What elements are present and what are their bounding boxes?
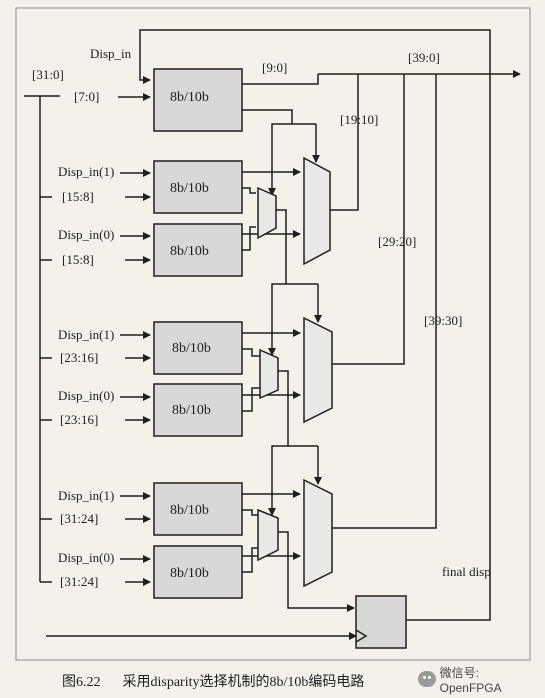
mux-disparity-stage3 bbox=[257, 508, 279, 562]
encoder-label: 8b/10b bbox=[170, 181, 209, 196]
disp-in-1-label: Disp_in(1) bbox=[58, 327, 114, 342]
encoder-block-15-8-dispin1 bbox=[153, 160, 243, 214]
clock-triangle-icon bbox=[355, 629, 368, 643]
bus-7-0-label: [7:0] bbox=[74, 89, 99, 104]
figure-number: 图6.22 bbox=[62, 675, 101, 690]
encoder-label: 8b/10b bbox=[170, 503, 209, 518]
disp-in-1-label: Disp_in(1) bbox=[58, 488, 114, 503]
encoder-label: 8b/10b bbox=[172, 403, 211, 418]
disp-in-label: Disp_in bbox=[90, 46, 132, 61]
bus-23-16-label: [23:16] bbox=[60, 412, 98, 427]
watermark: 微信号: OpenFPGA bbox=[418, 666, 542, 695]
bus-31-24-label: [31:24] bbox=[60, 511, 98, 526]
disp-in-0-label: Disp_in(0) bbox=[58, 388, 114, 403]
out-39-0-label: [39:0] bbox=[408, 50, 440, 65]
wechat-icon bbox=[418, 671, 436, 687]
out-29-20-label: [29:20] bbox=[378, 234, 416, 249]
encoder-block-31-24-dispin0 bbox=[153, 545, 243, 599]
out-39-30-label: [39:30] bbox=[424, 313, 462, 328]
encoder-label: 8b/10b bbox=[170, 244, 209, 259]
encoder-label: 8b/10b bbox=[172, 341, 211, 356]
bus-23-16-label: [23:16] bbox=[60, 350, 98, 365]
bus-15-8-label: [15:8] bbox=[62, 252, 94, 267]
out-9-0-label: [9:0] bbox=[262, 60, 287, 75]
mux-disparity-stage2 bbox=[259, 348, 279, 400]
watermark-text: 微信号: OpenFPGA bbox=[439, 665, 502, 695]
figure-title: 采用disparity选择机制的8b/10b编码电路 bbox=[122, 675, 365, 690]
disp-in-1-label: Disp_in(1) bbox=[58, 164, 114, 179]
encoder-block-15-8-dispin0 bbox=[153, 223, 243, 277]
bus-15-8-label: [15:8] bbox=[62, 189, 94, 204]
encoder-block-31-24-dispin1 bbox=[153, 482, 243, 536]
final-disp-register bbox=[355, 595, 407, 649]
encoder-label: 8b/10b bbox=[170, 90, 209, 105]
bus-31-24-label: [31:24] bbox=[60, 574, 98, 589]
encoder-label: 8b/10b bbox=[170, 566, 209, 581]
out-19-10-label: [19:10] bbox=[340, 112, 378, 127]
encoder-block-23-16-dispin1 bbox=[153, 321, 243, 375]
mux-data-stage1 bbox=[303, 156, 331, 266]
encoder-block-23-16-dispin0 bbox=[153, 383, 243, 437]
mux-disparity-stage1 bbox=[257, 186, 277, 240]
disp-in-0-label: Disp_in(0) bbox=[58, 550, 114, 565]
final-disp-label: final disp bbox=[442, 564, 491, 579]
mux-data-stage2 bbox=[303, 316, 333, 424]
encoder-block-top bbox=[153, 68, 243, 132]
disp-in-0-label: Disp_in(0) bbox=[58, 227, 114, 242]
bus-31-0-label: [31:0] bbox=[32, 67, 64, 82]
figure-caption: 图6.22 采用disparity选择机制的8b/10b编码电路 bbox=[62, 671, 386, 691]
figure-frame bbox=[15, 7, 531, 661]
mux-data-stage3 bbox=[303, 478, 333, 588]
